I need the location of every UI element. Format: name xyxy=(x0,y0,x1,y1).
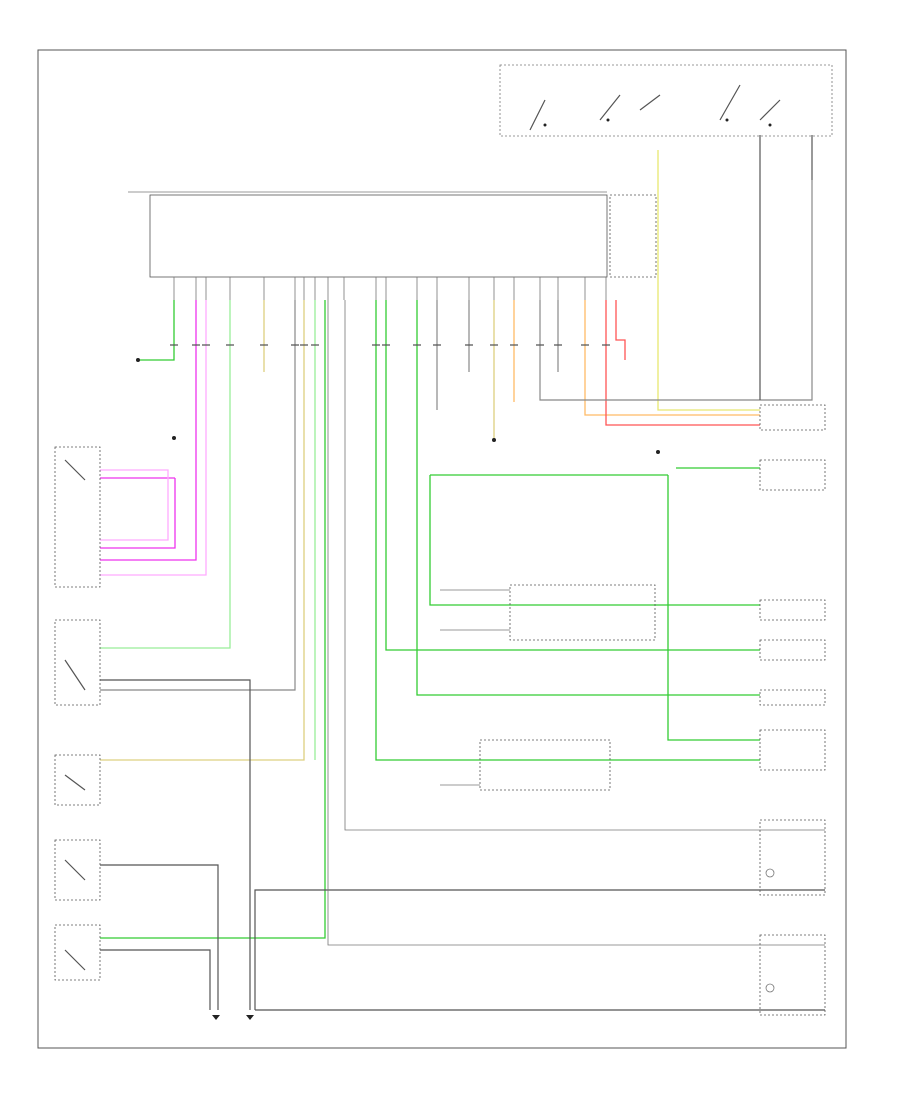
green-wires xyxy=(100,300,760,939)
gray-wires xyxy=(100,175,825,1011)
ground-symbols xyxy=(136,358,660,1020)
diagram-frame xyxy=(37,49,847,1049)
center-relays xyxy=(440,584,656,791)
bcm-pin-stubs xyxy=(173,277,607,300)
magenta-wires xyxy=(100,300,207,576)
ignition-switch-group xyxy=(499,64,833,180)
right-actuators xyxy=(759,404,826,1016)
left-switches xyxy=(54,446,101,981)
tan-wires xyxy=(100,150,760,761)
body-control-module xyxy=(128,191,657,278)
